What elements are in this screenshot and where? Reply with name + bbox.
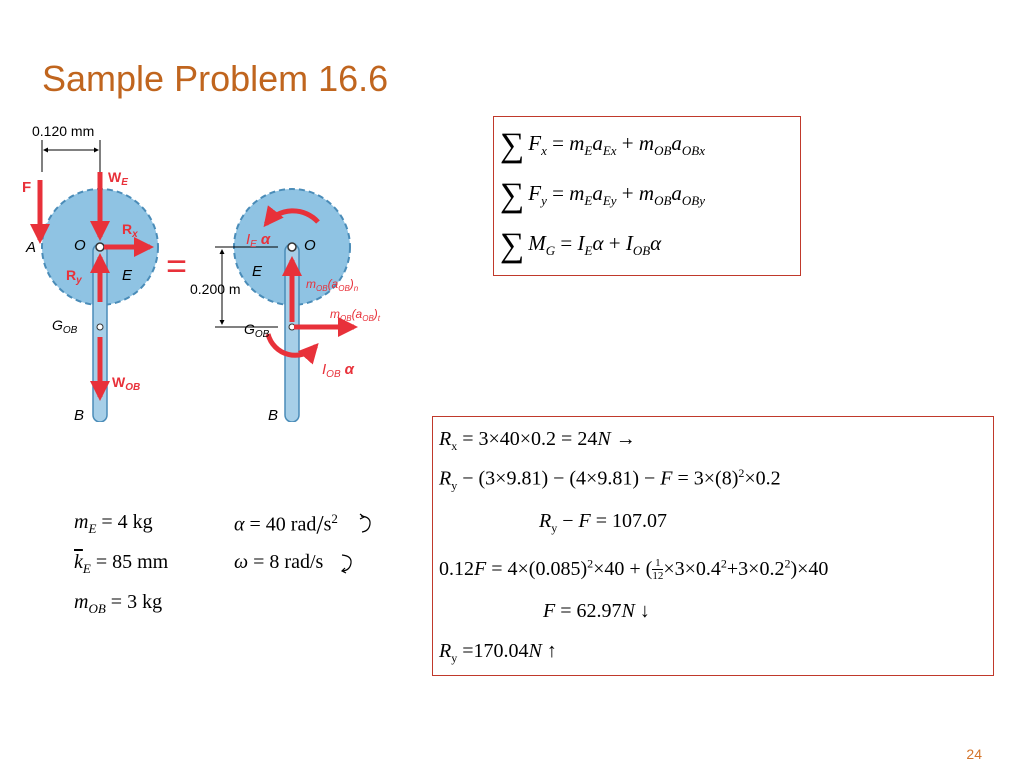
solution-box: Rx = 3×40×0.2 = 24N → Ry − (3×9.81) − (4… [432, 416, 994, 676]
svg-text:Rx: Rx [122, 221, 138, 240]
solution-line-2: Ry − (3×9.81) − (4×9.81) − F = 3×(8)2×0.… [439, 466, 781, 493]
svg-text:IEα: IEα [246, 231, 271, 250]
given-omega: ω = 8 rad/s [234, 552, 356, 574]
point-E-label: E [122, 267, 133, 284]
given-mE: mE = 4 kg [74, 511, 153, 536]
slide-title: Sample Problem 16.6 [42, 58, 389, 99]
force-WOB-label: W [112, 374, 126, 390]
svg-text:mOB(aOB)t: mOB(aOB)t [330, 307, 381, 323]
moment-IE-label: I [246, 231, 250, 248]
moment-IOB-label: I [322, 361, 326, 378]
svg-text:IOBα: IOBα [322, 361, 355, 380]
point-GOB2-label: G [244, 321, 255, 337]
inertia-maOBn-label: m [306, 277, 316, 291]
svg-text:Ry: Ry [66, 267, 82, 286]
equations-of-motion-box: ∑Fx = mEaEx + mOBaOBx ∑Fy = mEaEy + mOBa… [493, 116, 801, 276]
point-B-label: B [74, 407, 84, 422]
solution-line-1: Rx = 3×40×0.2 = 24N → [439, 428, 636, 453]
force-Ry-label: R [66, 267, 76, 283]
given-alpha: α = 40 rad/s2 [234, 512, 375, 539]
gear-free-body-diagram: 0.120 mm F WE Rx Ry WOB A O E GOB B = [22, 123, 381, 422]
equals-sign: = [166, 245, 187, 286]
pin-O2 [287, 242, 297, 252]
ccw-rotation-icon [359, 513, 371, 533]
moment-IE-alpha-arrow [263, 205, 320, 228]
cw-rotation-icon [341, 554, 352, 574]
point-E2-label: E [252, 263, 263, 280]
force-Rx-label: R [122, 221, 132, 237]
point-B2-label: B [268, 407, 278, 422]
given-mOB: mOB = 3 kg [74, 591, 163, 616]
force-F-label: F [22, 179, 31, 196]
svg-text:GOB: GOB [52, 317, 78, 336]
dimension-0200-label: 0.200 m [190, 281, 241, 297]
dimension-0120-label: 0.120 mm [32, 123, 94, 139]
svg-text:GOB: GOB [244, 321, 270, 340]
svg-text:mOB(aOB)n: mOB(aOB)n [306, 277, 359, 293]
svg-text:WE: WE [108, 169, 128, 188]
pin-O [95, 242, 105, 252]
force-WE-label: W [108, 169, 122, 185]
svg-text:WOB: WOB [112, 374, 140, 393]
solution-line-5: F = 62.97N ↓ [543, 600, 650, 622]
sum-forces-y: ∑Fy = mEaEy + mOBaOBy [500, 177, 706, 214]
inertia-maOBt-label: m [330, 307, 340, 321]
solution-line-6: Ry =170.04N ↑ [439, 640, 557, 665]
sum-moments-G: ∑MG = IEα + IOBα [500, 227, 662, 264]
given-kE: kE = 85 mm [74, 551, 169, 576]
point-GOB-label: G [52, 317, 63, 333]
sum-forces-x: ∑Fx = mEaEx + mOBaOBx [500, 127, 706, 164]
point-GOB [96, 323, 104, 331]
point-O-label: O [74, 237, 86, 254]
solution-line-3: Ry − F = 107.07 [539, 510, 667, 535]
page-number: 24 [966, 746, 982, 762]
moment-IOB-alpha-arrow [265, 333, 319, 365]
point-A-label: A [25, 239, 36, 256]
point-O2-label: O [304, 237, 316, 254]
